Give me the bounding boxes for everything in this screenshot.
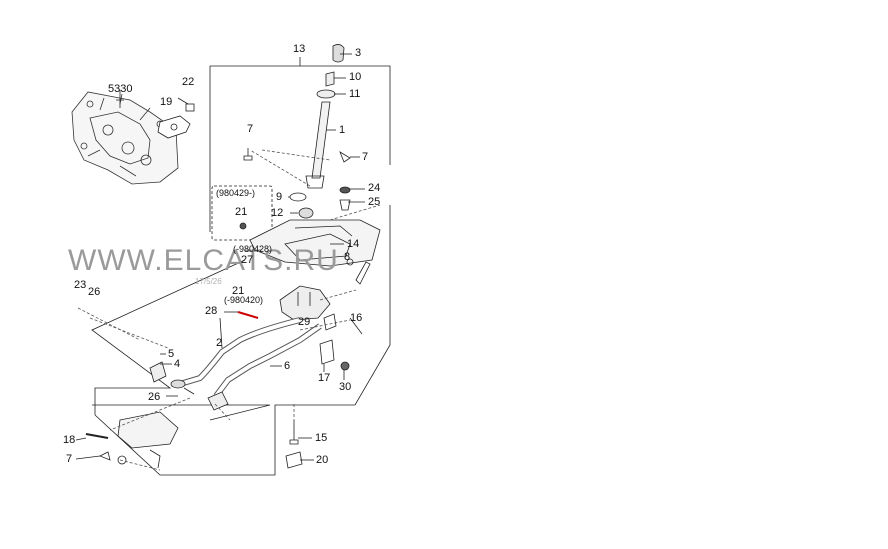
date-range-box: (980429-) <box>216 188 256 198</box>
callout-2: 2 <box>216 337 223 349</box>
callout-7-right: 7 <box>362 151 369 163</box>
shift-lever <box>305 44 345 189</box>
date-range-27: (-980428) <box>233 244 273 254</box>
callout-27: 27 <box>241 254 254 266</box>
callout-3: 3 <box>355 47 362 59</box>
callout-28: 28 <box>205 305 218 317</box>
callout-16: 16 <box>350 312 363 324</box>
callout-19: 19 <box>160 96 173 108</box>
callout-14: 14 <box>347 238 360 250</box>
callout-21-lower: 21 <box>232 285 245 297</box>
callout-9: 9 <box>276 191 283 203</box>
callout-23: 23 <box>74 279 87 291</box>
dated-sub-box <box>211 185 273 241</box>
callout-18: 18 <box>63 434 76 446</box>
engine-block <box>71 91 179 185</box>
callout-21-box: 21 <box>235 206 248 218</box>
callout-25: 25 <box>368 196 381 208</box>
callout-15: 15 <box>315 432 328 444</box>
callout-22: 22 <box>182 76 195 88</box>
shift-mechanism <box>279 258 371 321</box>
callout-24: 24 <box>368 182 381 194</box>
callout-8: 8 <box>344 251 351 263</box>
callout-11: 11 <box>349 88 361 100</box>
transmission-bracket <box>85 391 229 469</box>
lower-group-frame <box>91 205 391 476</box>
shift-housing-14 <box>249 219 381 267</box>
callout-5330: 5330 <box>108 83 133 95</box>
callout-26-upper: 26 <box>88 286 101 298</box>
callout-10: 10 <box>349 71 362 83</box>
callout-12: 12 <box>271 207 284 219</box>
callout-6: 6 <box>284 360 291 372</box>
callout-7-lower: 7 <box>66 453 73 465</box>
callout-7-top: 7 <box>247 123 254 135</box>
watermark: WWW.ELCATS.RU <box>68 244 339 277</box>
callout-30: 30 <box>339 381 352 393</box>
callout-17: 17 <box>318 372 331 384</box>
callout-1: 1 <box>339 124 346 136</box>
callout-13: 13 <box>293 43 306 55</box>
callout-29: 29 <box>298 316 311 328</box>
date-range-21: (-980420) <box>224 295 264 305</box>
faint-code: 17/5/26 <box>195 277 222 286</box>
callout-26-lower: 26 <box>148 391 161 403</box>
bracket-19 <box>157 115 191 139</box>
upper-group-frame <box>209 65 391 232</box>
callout-4: 4 <box>174 358 181 370</box>
callout-20: 20 <box>316 454 329 466</box>
callout-5: 5 <box>168 348 175 360</box>
